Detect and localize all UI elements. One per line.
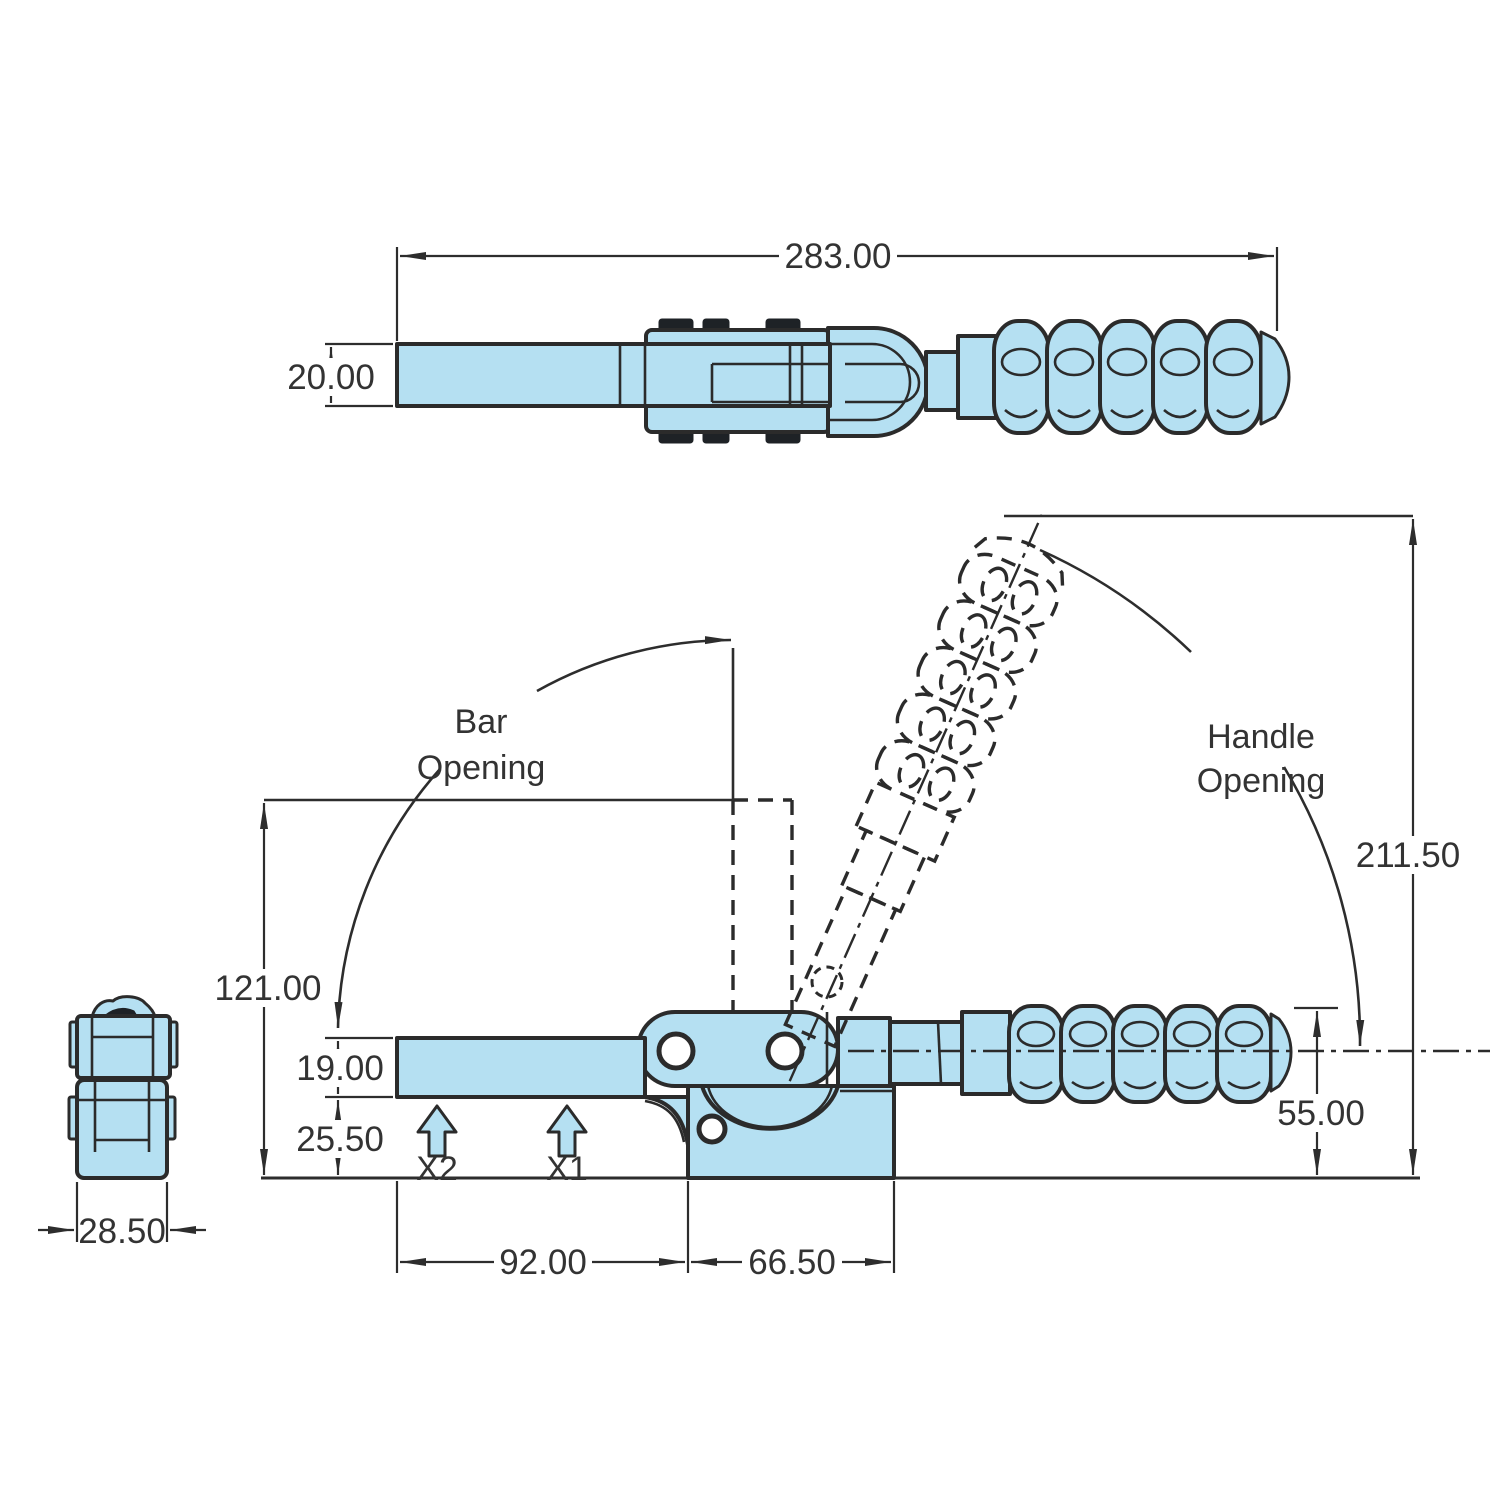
force-arrow-x2	[416, 1104, 458, 1158]
dim-label-2850: 28.50	[78, 1212, 166, 1251]
body-s-curve	[643, 1095, 690, 1147]
dim-55: 55.00	[1271, 1006, 1371, 1175]
clamp-bar	[395, 1036, 647, 1099]
top-view-grip	[992, 319, 1291, 435]
dim-label-19: 19.00	[296, 1049, 384, 1088]
body-bump-arc	[700, 1085, 840, 1131]
dim-20: 20.00	[282, 342, 393, 408]
end-view: 28.50	[38, 995, 206, 1251]
top-view-neck	[924, 350, 960, 412]
dim-2850: 28.50	[38, 1182, 206, 1251]
force-label-x2: X2	[416, 1150, 458, 1188]
front-view: Bar Opening Handle Opening X2 X1 121.00 …	[210, 514, 1490, 1282]
pivot-hole-base	[696, 1113, 728, 1145]
bar-open-position-dashed	[731, 798, 794, 1012]
top-view-yoke	[826, 326, 930, 438]
bar-opening-arc-upper	[536, 636, 732, 693]
handle-horizontal	[836, 1004, 1293, 1104]
handle-opening-arc-lower	[1282, 766, 1365, 1047]
dim-2550: 25.50	[291, 1100, 389, 1175]
end-view-lower-block	[75, 1078, 169, 1180]
dim-283: 283.00	[395, 237, 1279, 341]
end-view-inner-lines	[77, 1016, 167, 1152]
top-view: 283.00 20.00	[282, 237, 1291, 444]
handle-opening-label-line1: Handle	[1207, 718, 1315, 756]
handle-grip-cap	[1269, 1012, 1293, 1093]
pivot-axis-marker	[810, 965, 844, 999]
force-arrow-x1	[546, 1104, 588, 1158]
dim-label-20: 20.00	[287, 358, 375, 397]
top-view-grip-cap	[1259, 330, 1291, 426]
handle-opening-arc-upper	[1039, 548, 1192, 653]
dim-label-121: 121.00	[214, 969, 321, 1008]
top-view-bar	[395, 342, 921, 408]
dim-label-2550: 25.50	[296, 1120, 384, 1159]
pivot-hole-front	[656, 1031, 696, 1071]
dim-label-21150: 211.50	[1356, 836, 1460, 875]
end-view-cap	[90, 995, 157, 1019]
bar-opening-label-line1: Bar	[455, 703, 508, 741]
force-arrows: X2 X1	[416, 1104, 588, 1188]
dim-19: 19.00	[291, 1036, 393, 1099]
dim-label-55: 55.00	[1277, 1094, 1365, 1133]
handle-grip	[1007, 1004, 1293, 1104]
handle-opening-label-line2: Opening	[1197, 762, 1326, 800]
handle-open-position-dashed	[783, 514, 1065, 1082]
dim-92-66: 92.00 66.50	[395, 1181, 896, 1282]
pivot-hole-rear	[765, 1031, 805, 1071]
bar-opening-label-line2: Opening	[417, 749, 546, 787]
top-view-connector	[956, 334, 998, 420]
dim-21150: 211.50	[1349, 519, 1467, 1175]
dim-label-283: 283.00	[784, 237, 891, 276]
dim-label-92: 92.00	[499, 1243, 587, 1282]
force-label-x1: X1	[546, 1150, 588, 1188]
dim-121: 121.00	[210, 803, 326, 1175]
bar-opening-arc-lower	[334, 768, 441, 1029]
dim-label-6650: 66.50	[748, 1243, 836, 1282]
clamp-body	[643, 1084, 896, 1180]
